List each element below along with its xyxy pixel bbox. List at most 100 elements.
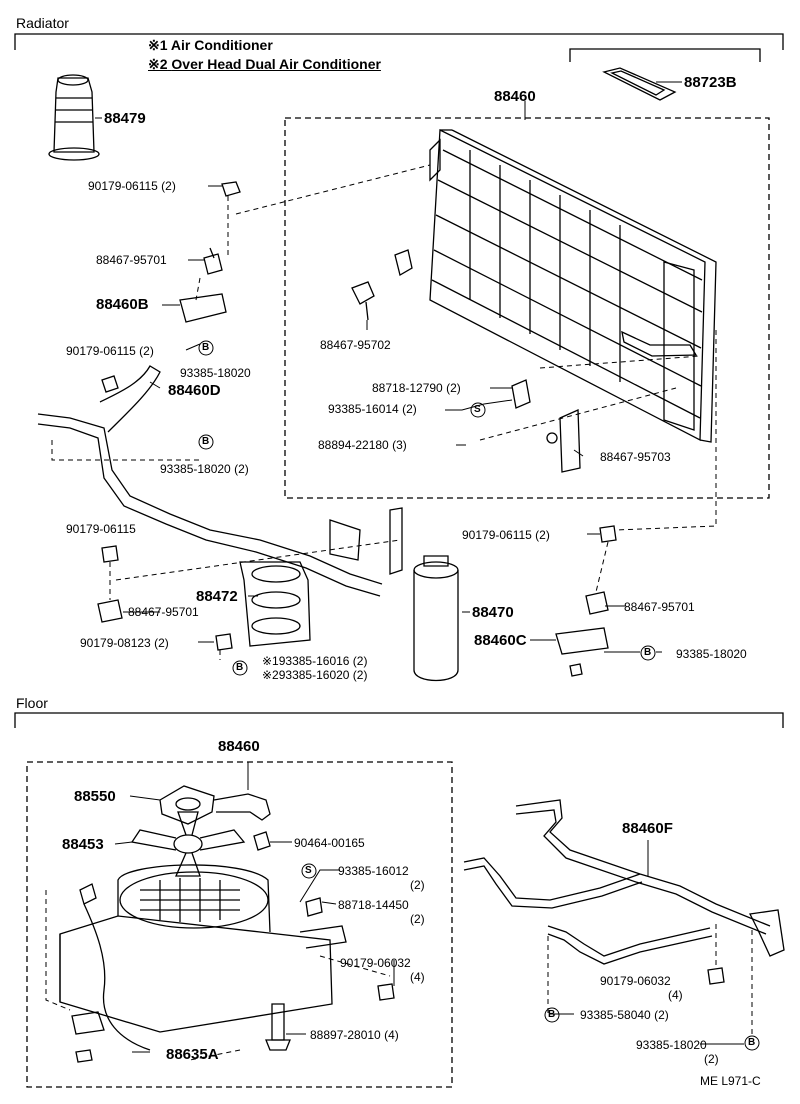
- bolt-symbol: [198, 434, 214, 450]
- part-label-88460f: 88460F: [622, 820, 673, 837]
- part-label-93385-16014: 93385-16014 (2): [328, 402, 417, 416]
- part-label-88467-95701-c: 88467-95701: [624, 600, 695, 614]
- part-label-93385-58040: 93385-58040 (2): [580, 1008, 669, 1022]
- part-label-88467-95703: 88467-95703: [600, 450, 671, 464]
- receiver-bracket-88472-part: [239, 507, 403, 647]
- nut-90179-06032-b-part: [707, 967, 725, 985]
- screw-symbol: [470, 402, 486, 418]
- nut-90179-06115-b-part: [101, 375, 119, 393]
- part-label-90179-06032-a-qty: (4): [410, 970, 425, 984]
- part-label-90179-08123: 90179-08123 (2): [80, 636, 169, 650]
- screw-symbol: [301, 863, 317, 879]
- part-label-90179-06115-d: 90179-06115 (2): [462, 528, 550, 542]
- diagram-reference-code: ME L971-C: [700, 1074, 761, 1088]
- switch-88467-95701-a-part: [203, 247, 223, 275]
- bolt-symbol: [744, 1035, 760, 1051]
- section-title-floor: Floor: [16, 695, 48, 711]
- part-label-88467-95701-a: 88467-95701: [96, 253, 167, 267]
- part-label-88460-floor: 88460: [218, 738, 260, 755]
- bolt-88897-28010-part: [265, 1003, 291, 1051]
- part-label-88718-12790: 88718-12790 (2): [372, 381, 461, 395]
- part-label-88467-95702: 88467-95702: [320, 338, 391, 352]
- legend-mark: ※1: [148, 37, 168, 53]
- part-label-88718-14450: 88718-14450: [338, 898, 409, 912]
- clip-88718-14450-part: [305, 897, 323, 917]
- part-label-90179-06115-c: 90179-06115: [66, 522, 136, 536]
- bolt-mark: B: [548, 1009, 556, 1020]
- part-label-88472: 88472: [196, 588, 238, 605]
- part-label-90179-06115-b: 90179-06115 (2): [66, 344, 154, 358]
- condenser-core-part: [429, 128, 717, 443]
- section-title-radiator: Radiator: [16, 15, 69, 31]
- part-label-88550: 88550: [74, 788, 116, 805]
- bracket-88460b-part: [179, 293, 227, 323]
- part-label-88894-22180: 88894-22180 (3): [318, 438, 407, 452]
- bolt-symbol: [640, 645, 656, 661]
- receiver-drier-88470-part: [413, 555, 459, 682]
- nut-90179-06032-a-part: [377, 983, 395, 1001]
- screw-mark: S: [474, 404, 481, 415]
- floor-blower-unit-part: [59, 864, 347, 1033]
- part-label-88479: 88479: [104, 110, 146, 127]
- circled-symbols: [198, 340, 760, 1051]
- nut-90179-08123-part: [215, 633, 233, 651]
- dashed-connector-lines: [45, 164, 753, 1061]
- legend-item-1: ※1 Air Conditioner: [148, 38, 273, 52]
- clip-near-condenser-part: [394, 249, 413, 276]
- switch-88467-95702-part: [351, 281, 375, 321]
- switch-88467-95701-b-part: [97, 599, 123, 623]
- filter-pad-88723b-part: [602, 67, 677, 101]
- part-label-90464-00165: 90464-00165: [294, 836, 365, 850]
- part-label-88635a: 88635A: [166, 1046, 219, 1063]
- fan-bracket-88550-part: [159, 785, 271, 825]
- pipe-tube-part: [37, 413, 383, 597]
- part-label-93385-16020: ※293385-16020 (2): [262, 668, 368, 682]
- bolt-mark: B: [748, 1037, 756, 1048]
- floor-unit-group-box: [26, 761, 453, 1088]
- bolt-mark: B: [644, 647, 652, 658]
- legend-mark: ※2: [148, 56, 168, 72]
- part-label-93385-18020-b: 93385-18020 (2): [160, 462, 249, 476]
- part-label-93385-16012: 93385-16012: [338, 864, 409, 878]
- leader-lines: [95, 81, 744, 1053]
- part-label-93385-18020-d: 93385-18020: [636, 1038, 707, 1052]
- bolt-mark: B: [202, 342, 210, 353]
- wiring-88635a-part: [71, 903, 151, 1063]
- part-label-90179-06115-a: 90179-06115 (2): [88, 179, 176, 193]
- part-label-90179-06032-b: 90179-06032: [600, 974, 671, 988]
- part-label-88723b: 88723B: [684, 74, 737, 91]
- condenser-group-box: [284, 117, 770, 499]
- part-label-90179-06032-a: 90179-06032: [340, 956, 411, 970]
- filter-group-bracket: [569, 48, 761, 62]
- part-label-88453: 88453: [62, 836, 104, 853]
- bolt-mark: B: [236, 662, 244, 673]
- legend-text: Air Conditioner: [170, 37, 273, 53]
- part-label-93385-18020-c: 93385-18020: [676, 647, 747, 661]
- part-label-93385-18020-a: 93385-18020: [180, 366, 251, 380]
- part-label-88460-radiator: 88460: [494, 88, 536, 105]
- bolt-symbol: [232, 660, 248, 676]
- legend-text: Over Head Dual Air Conditioner: [171, 56, 381, 72]
- part-label-88460c: 88460C: [474, 632, 527, 649]
- switch-88467-95701-c-part: [585, 591, 609, 615]
- bracket-88467-95703-part: [546, 409, 581, 473]
- nut-90179-06115-c-part: [101, 545, 119, 563]
- clip-90464-00165-part: [253, 831, 271, 851]
- part-label-90179-06032-b-qty: (4): [668, 988, 683, 1002]
- part-label-88460d: 88460D: [168, 382, 221, 399]
- part-label-88460b: 88460B: [96, 296, 149, 313]
- pipe-assembly-88460f-part: [463, 799, 785, 965]
- part-label-88897-28010: 88897-28010 (4): [310, 1028, 399, 1042]
- part-label-88467-95701-b: 88467-95701: [128, 605, 199, 619]
- bolt-symbol: [198, 340, 214, 356]
- bolt-mark: B: [202, 436, 210, 447]
- nut-90179-06115-d-part: [599, 525, 617, 543]
- part-label-88470: 88470: [472, 604, 514, 621]
- floor-section-bracket: [14, 712, 784, 728]
- bracket-88460d-part: [99, 365, 161, 433]
- clip-88718-12790-part: [511, 379, 531, 409]
- screw-mark: S: [305, 865, 312, 876]
- bracket-88460c-part: [555, 627, 609, 677]
